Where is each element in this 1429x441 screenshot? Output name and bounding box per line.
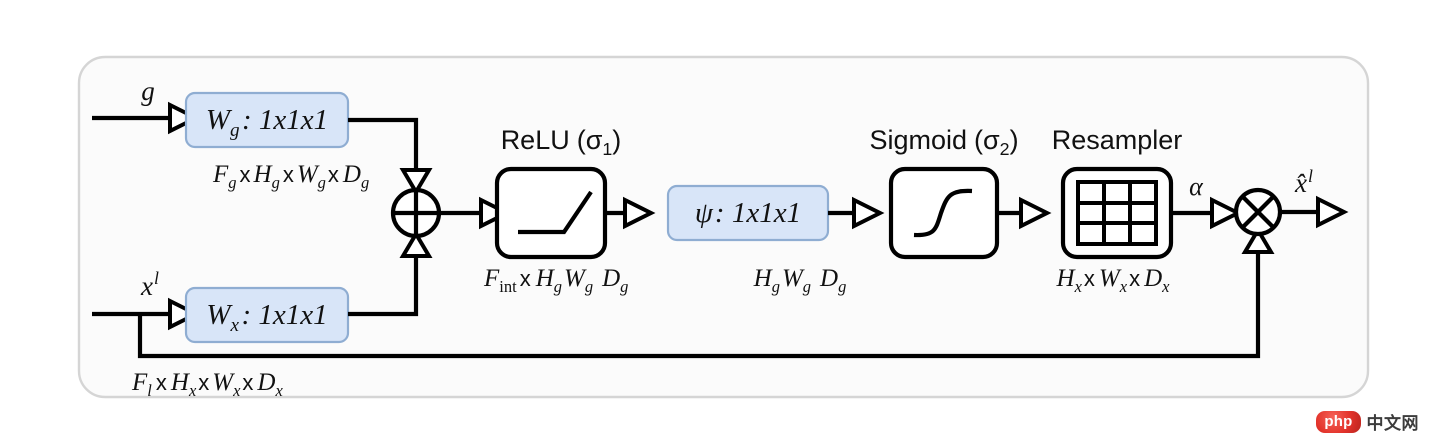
block-wx-symbol: W xyxy=(206,299,233,331)
sigmoid-curve-icon xyxy=(913,188,973,238)
arrowhead-g-input xyxy=(168,101,201,135)
label-xl-base: x xyxy=(140,271,153,301)
arrowhead-x-input xyxy=(168,297,201,331)
arrowhead-psi-input xyxy=(623,196,656,230)
block-sigmoid-title: Sigmoid(σ2) xyxy=(869,125,1018,159)
label-alpha: α xyxy=(1189,172,1204,201)
label-output-superscript: l xyxy=(1308,166,1313,186)
block-psi-symbol: ψ xyxy=(695,197,714,229)
arrowhead-add-bottom xyxy=(399,230,433,258)
wire-skip-connection xyxy=(137,250,1261,359)
watermark-php-badge: php xyxy=(1316,410,1361,433)
block-psi-kernel: : 1x1x1 xyxy=(715,197,801,229)
wire-wg-to-add xyxy=(348,117,419,172)
arrowhead-multiply-bottom xyxy=(1241,226,1275,254)
label-xl: xl xyxy=(140,268,159,301)
block-sigmoid-name: Sigmoid xyxy=(869,125,967,155)
operator-multiply-stroke-b xyxy=(1241,195,1275,229)
label-g: g xyxy=(141,76,155,106)
watermark: php 中文网 xyxy=(1316,409,1419,434)
block-wg-symbol: W xyxy=(206,104,233,136)
block-resampler-title: Resampler xyxy=(1052,125,1183,155)
label-output-base: x̂ xyxy=(1294,168,1307,198)
block-wg-label: Wg : 1x1x1 xyxy=(206,104,328,141)
wire-wx-to-add xyxy=(348,254,419,317)
watermark-site-text: 中文网 xyxy=(1366,414,1419,433)
block-wg-subscript: g xyxy=(230,120,240,141)
block-relu-name: ReLU xyxy=(501,125,570,155)
block-relu-title: ReLU(σ1) xyxy=(501,125,622,159)
grid-3x3-icon xyxy=(1076,180,1158,246)
relu-curve-icon xyxy=(518,190,593,235)
label-output-xhat: x̂l xyxy=(1294,166,1313,198)
arrowhead-multiply-input xyxy=(1210,196,1243,230)
block-relu[interactable] xyxy=(494,166,608,260)
block-wx-label: Wx : 1x1x1 xyxy=(206,299,327,336)
block-sigmoid[interactable] xyxy=(888,166,1000,260)
block-psi-label: ψ: 1x1x1 xyxy=(695,197,801,229)
block-wg-kernel: : 1x1x1 xyxy=(240,104,329,136)
block-wx-kernel: : 1x1x1 xyxy=(239,299,328,331)
block-wx-subscript: x xyxy=(230,315,240,336)
arrowhead-resampler-input xyxy=(1019,196,1052,230)
arrowhead-sigmoid-input xyxy=(852,196,885,230)
label-xl-superscript: l xyxy=(154,268,159,288)
arrowhead-add-top xyxy=(399,168,433,196)
arrowhead-output xyxy=(1316,195,1349,229)
arrowhead-relu-input xyxy=(479,196,512,230)
